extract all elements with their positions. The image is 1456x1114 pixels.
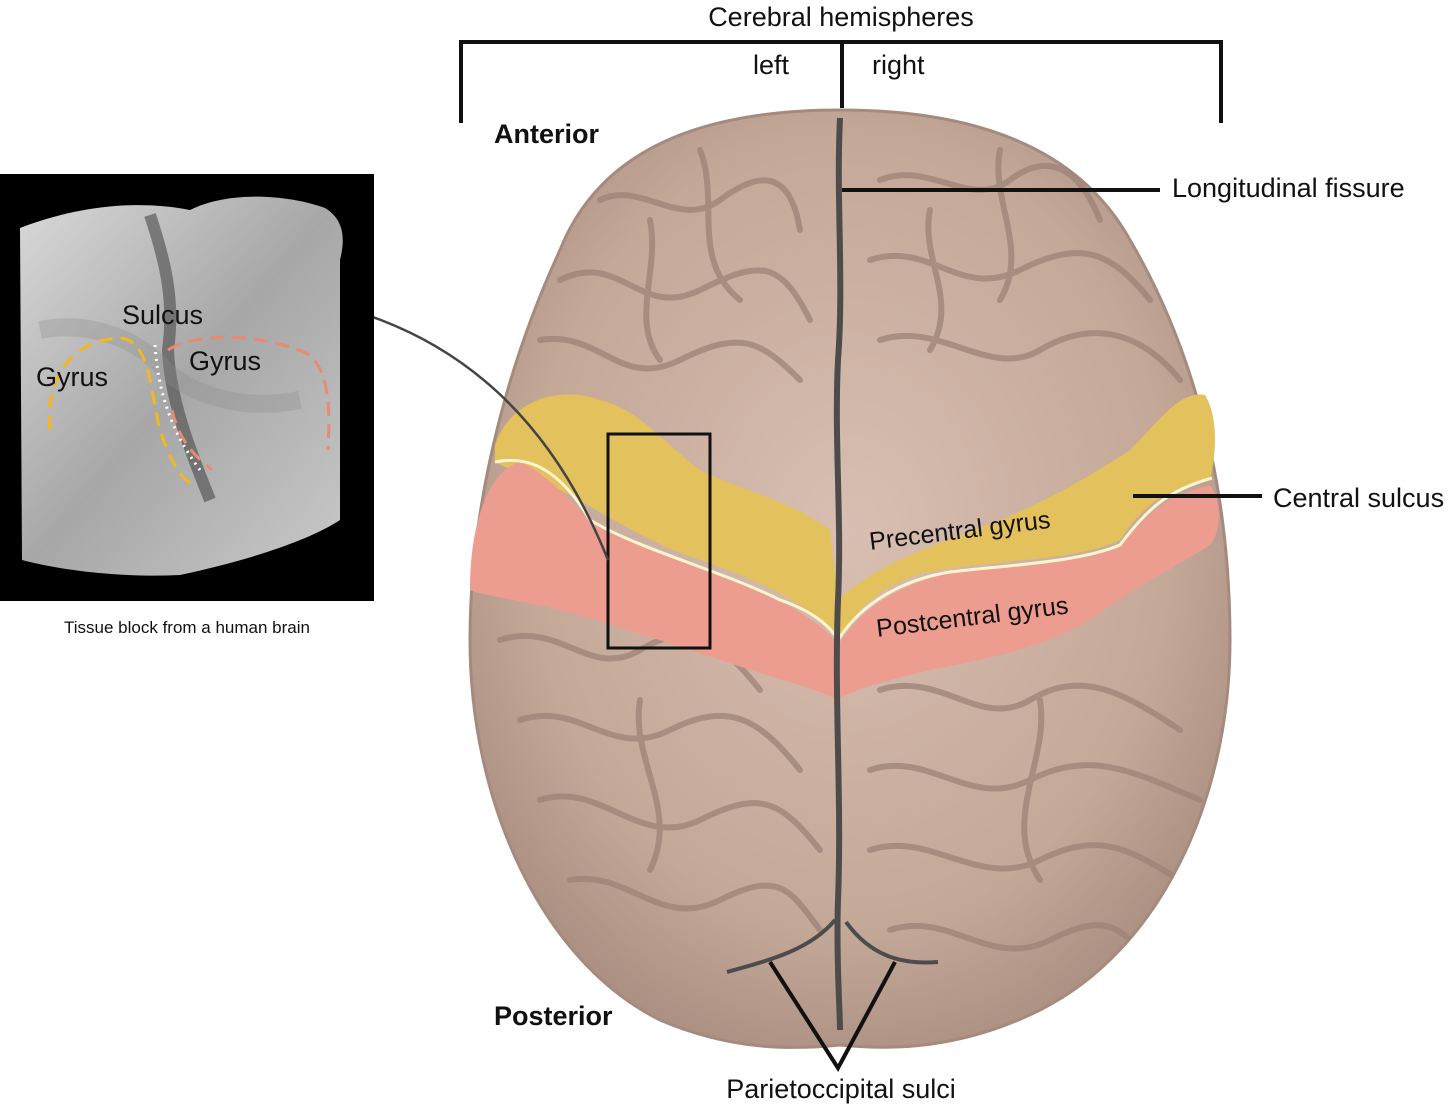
brain-illustration [468, 108, 1232, 1049]
longitudinal-fissure-label: Longitudinal fissure [1172, 173, 1405, 203]
sample-location-box [606, 432, 712, 650]
posterior-label: Posterior [494, 1001, 613, 1031]
right-hemisphere-label: right [872, 50, 925, 80]
parietoccipital-sulci-label: Parietoccipital sulci [726, 1074, 956, 1104]
longitudinal-fissure-line [833, 117, 844, 1031]
central-sulcus-label: Central sulcus [1273, 483, 1445, 513]
precentral-gyrus-region [495, 394, 1215, 640]
postcentral-gyrus-region [470, 462, 1219, 700]
anterior-label: Anterior [494, 119, 600, 149]
inset-sulcus-label: Sulcus [122, 300, 204, 330]
left-hemisphere-label: left [753, 50, 790, 80]
inset-gyrus-left-label: Gyrus [36, 362, 109, 392]
parietoccipital-sulci-lines [726, 918, 939, 974]
tissue-inset [0, 174, 374, 601]
inset-caption: Tissue block from a human brain [64, 618, 310, 637]
hemisphere-bracket [459, 40, 1223, 123]
inset-gyrus-right-label: Gyrus [189, 346, 262, 376]
cerebral-hemispheres-title: Cerebral hemispheres [708, 2, 974, 32]
leader-lines [768, 188, 1262, 1072]
